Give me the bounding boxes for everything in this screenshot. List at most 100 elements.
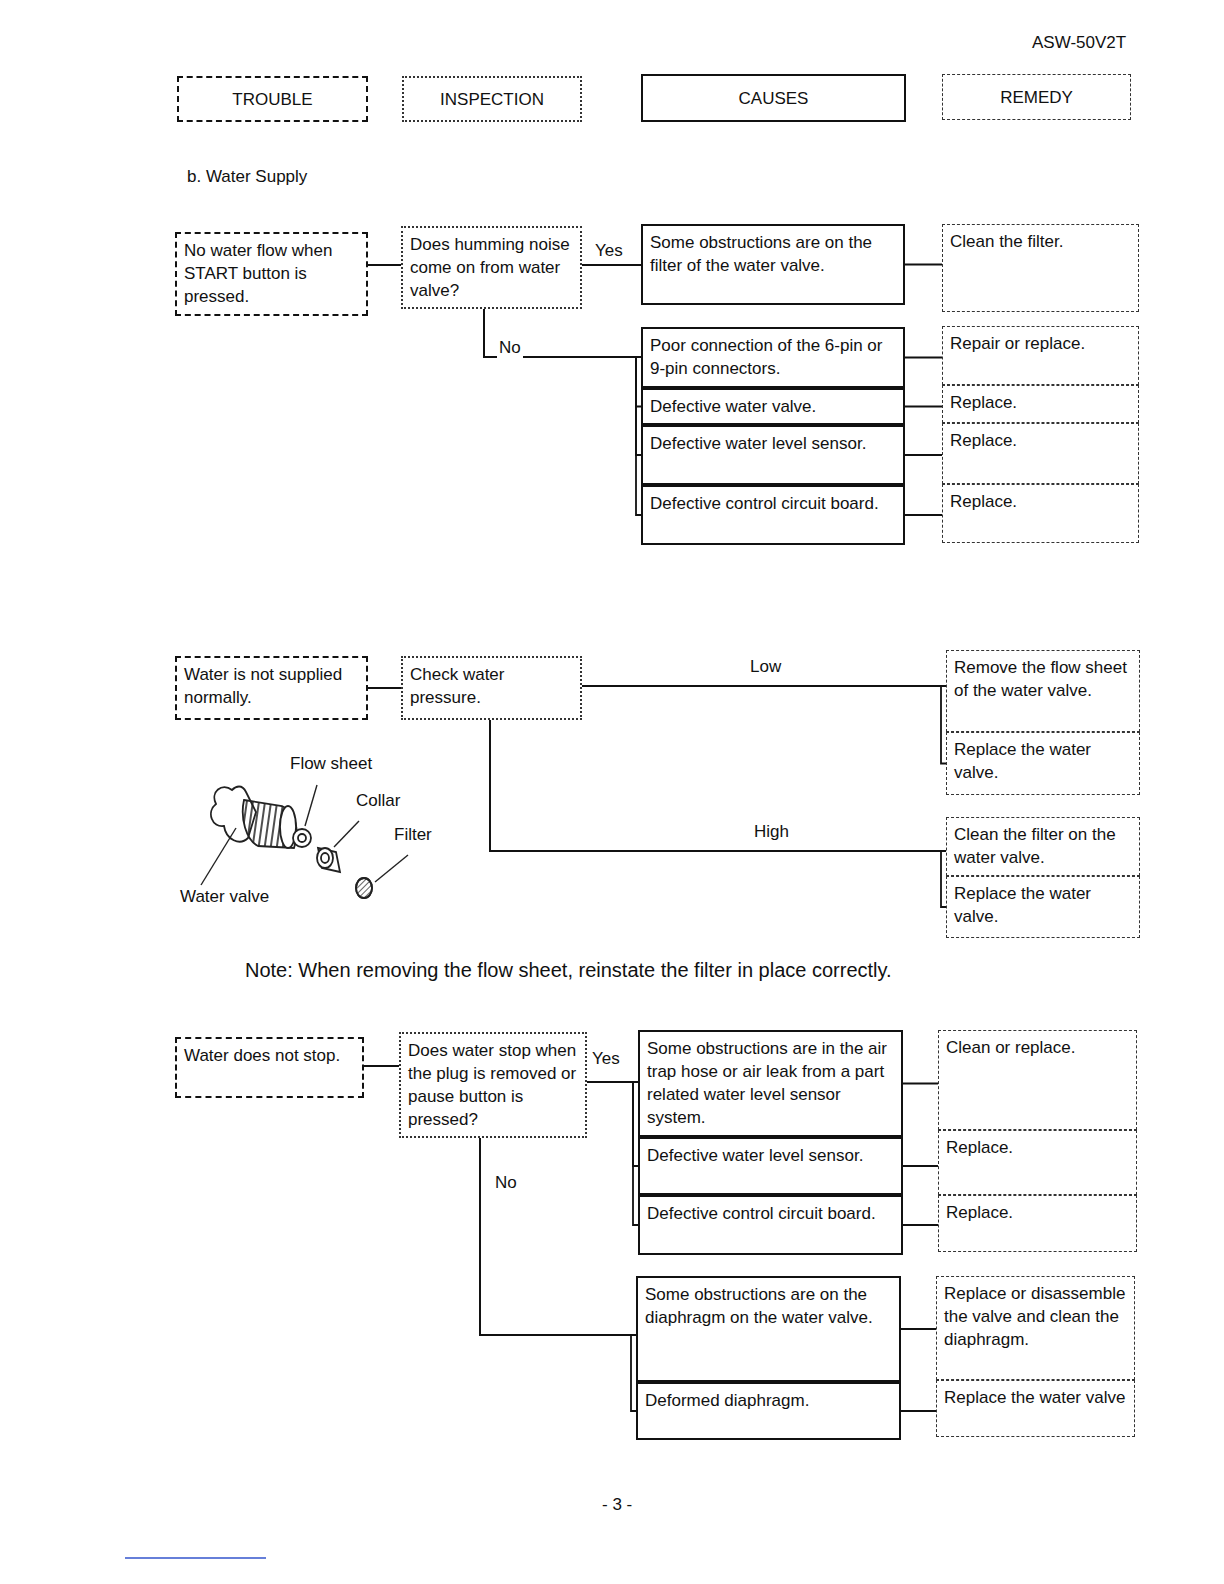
part-label: Filter <box>392 824 434 846</box>
box-text: Water is not supplied normally. <box>184 663 359 709</box>
box-text: Replace. <box>950 490 1131 513</box>
box-text: Clean or replace. <box>946 1036 1129 1059</box>
part-label: Flow sheet <box>288 753 374 775</box>
remedy-box: Replace. <box>938 1195 1137 1252</box>
box-text: Water does not stop. <box>184 1044 355 1067</box>
remedy-box: Replace the water valve <box>936 1380 1135 1437</box>
box-text: Some obstructions are in the air trap ho… <box>647 1037 894 1129</box>
remedy-box: Clean the filter. <box>942 224 1139 312</box>
flow-connector <box>905 514 942 516</box>
box-text: Replace. <box>950 391 1131 414</box>
flow-connector <box>490 720 946 907</box>
box-text: Remove the flow sheet of the water valve… <box>954 656 1132 702</box>
flow-connector <box>480 1138 636 1411</box>
flow-connector <box>368 264 401 266</box>
page-label: - 3 - <box>600 1494 634 1516</box>
remedy-box: Replace the water valve. <box>946 732 1140 795</box>
flow-connector <box>484 309 641 455</box>
box-text: Replace the water valve. <box>954 738 1132 784</box>
box-text: Replace. <box>950 429 1131 452</box>
box-text: TROUBLE <box>232 88 312 111</box>
flow-connector <box>587 1082 638 1225</box>
remedy-box: Replace or disassemble the valve and cle… <box>936 1276 1135 1380</box>
box-text: Defective water valve. <box>650 395 896 418</box>
remedy-box: Replace. <box>942 484 1139 543</box>
note-text: Note: When removing the flow sheet, rein… <box>243 959 894 981</box>
cause-box: Some obstructions are in the air trap ho… <box>638 1030 903 1137</box>
branch-label: No <box>493 1172 519 1194</box>
flow-connector <box>903 1083 938 1085</box>
branch-label: Yes <box>593 240 625 262</box>
box-text: Defective water level sensor. <box>650 432 896 455</box>
branch-label: Low <box>748 656 783 678</box>
trouble-box: Water is not supplied normally. <box>175 656 368 720</box>
branch-label: High <box>752 821 791 843</box>
cause-box: Defective control circuit board. <box>641 485 905 545</box>
cause-box: Poor connection of the 6-pin or 9-pin co… <box>641 327 905 388</box>
box-text: Check water pressure. <box>410 663 573 709</box>
leader-lines <box>201 785 408 885</box>
valve-drawing <box>211 787 372 899</box>
box-text: REMEDY <box>1000 86 1073 109</box>
box-text: Deformed diaphragm. <box>645 1389 892 1412</box>
box-text: Replace the water valve <box>944 1386 1127 1409</box>
branch-label: No <box>497 337 523 359</box>
cause-box: Defective water level sensor. <box>638 1137 903 1195</box>
box-text: Clean the filter on the water valve. <box>954 823 1132 869</box>
cause-box: Deformed diaphragm. <box>636 1382 901 1440</box>
remedy-box: Clean the filter on the water valve. <box>946 817 1140 876</box>
box-text: Does water stop when the plug is removed… <box>408 1039 578 1131</box>
flow-connector <box>364 1065 399 1067</box>
box-text: INSPECTION <box>440 88 544 111</box>
inspection-box: Does humming noise come on from water va… <box>401 226 582 309</box>
flow-connector <box>484 309 641 515</box>
box-text: Clean the filter. <box>950 230 1131 253</box>
box-text: Replace the water valve. <box>954 882 1132 928</box>
cause-box: Some obstructions are on the diaphragm o… <box>636 1276 901 1382</box>
remedy-box: Replace. <box>938 1130 1137 1195</box>
box-text: Repair or replace. <box>950 332 1131 355</box>
flow-connector <box>480 1138 636 1335</box>
flow-connector <box>903 1165 938 1167</box>
flow-connector <box>490 720 946 851</box>
box-text: Replace. <box>946 1201 1129 1224</box>
cause-box: Defective water valve. <box>641 388 905 425</box>
remedy-box: Repair or replace. <box>942 326 1139 385</box>
remedy-box: Replace the water valve. <box>946 876 1140 938</box>
cause-box: Defective control circuit board. <box>638 1195 903 1255</box>
header-box: INSPECTION <box>402 76 582 122</box>
inspection-box: Does water stop when the plug is removed… <box>399 1032 587 1138</box>
inspection-box: Check water pressure. <box>401 656 582 720</box>
flow-connector <box>905 264 942 266</box>
flow-connector <box>901 1410 936 1412</box>
page-label: b. Water Supply <box>185 166 309 188</box>
flow-connector <box>582 686 946 764</box>
box-text: Replace or disassemble the valve and cle… <box>944 1282 1127 1351</box>
box-text: Some obstructions are on the diaphragm o… <box>645 1283 892 1329</box>
box-text: Does humming noise come on from water va… <box>410 233 573 302</box>
footer-rule <box>125 1557 266 1559</box>
box-text: Replace. <box>946 1136 1129 1159</box>
part-label: Water valve <box>178 886 271 908</box>
flow-connector <box>582 264 641 266</box>
header-box: REMEDY <box>942 74 1131 120</box>
box-text: Defective control circuit board. <box>650 492 896 515</box>
flow-connector <box>903 1224 938 1226</box>
remedy-box: Clean or replace. <box>938 1030 1137 1130</box>
box-text: Poor connection of the 6-pin or 9-pin co… <box>650 334 896 380</box>
part-label: Collar <box>354 790 402 812</box>
box-text: Defective water level sensor. <box>647 1144 894 1167</box>
box-text: Defective control circuit board. <box>647 1202 894 1225</box>
header-box: CAUSES <box>641 74 906 122</box>
branch-label: Yes <box>590 1048 622 1070</box>
remedy-box: Remove the flow sheet of the water valve… <box>946 650 1140 732</box>
trouble-box: No water flow when START button is press… <box>175 232 368 316</box>
flow-connector <box>905 454 942 456</box>
header-box: TROUBLE <box>177 76 368 122</box>
flow-connector <box>905 357 942 359</box>
cause-box: Some obstructions are on the filter of t… <box>641 224 905 305</box>
cause-box: Defective water level sensor. <box>641 425 905 485</box>
page-label: ASW-50V2T <box>1030 32 1128 54</box>
box-text: No water flow when START button is press… <box>184 239 359 308</box>
flow-connector <box>368 687 401 689</box>
